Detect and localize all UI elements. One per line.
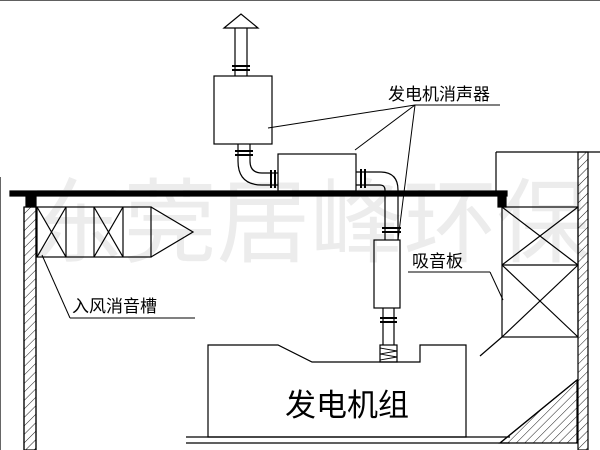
left-wall: [23, 206, 37, 450]
exhaust-outlet-pipe: [232, 28, 250, 76]
muffler-leader-lines: [267, 104, 500, 241]
right-wall: [479, 151, 600, 450]
muffler-label: 发电机消声器: [388, 85, 490, 105]
lower-muffler: [373, 239, 401, 309]
exhaust-riser-pipe: [356, 169, 401, 240]
absorber-panel-label: 吸音板: [412, 252, 463, 272]
roof-right-block: [497, 194, 507, 208]
absorber-leader-line: [408, 271, 504, 301]
flexible-joint: [379, 308, 398, 363]
roof-left-block: [25, 194, 37, 208]
intake-silencer-slot: [36, 206, 195, 258]
intake-leader-line: [41, 254, 195, 319]
genset-label: 发电机组: [285, 388, 409, 424]
muffler-connection-pipe: [235, 144, 278, 188]
roof-slab: [9, 190, 508, 197]
upper-muffler: [213, 75, 273, 145]
intake-slot-label: 入风消音槽: [72, 297, 157, 317]
up-arrow-icon: [222, 13, 260, 29]
